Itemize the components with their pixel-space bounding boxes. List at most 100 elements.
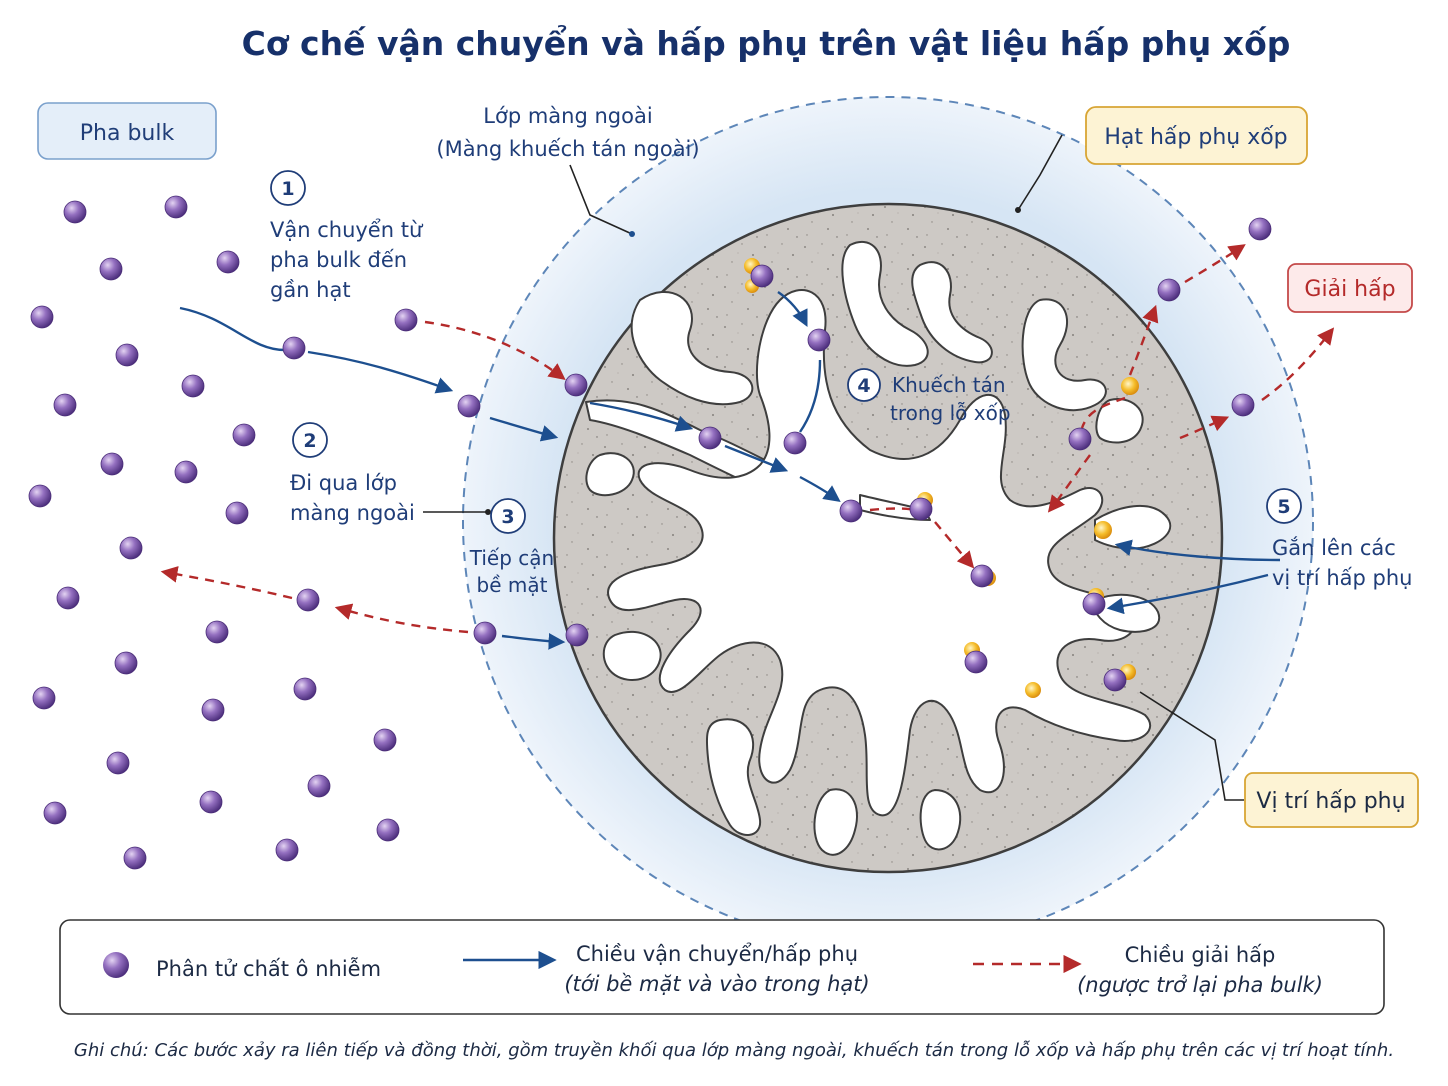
- adsorption-site-dot: [1025, 682, 1041, 698]
- pollutant-molecule: [564, 373, 588, 397]
- pollutant-molecule: [839, 499, 863, 523]
- pollutant-molecule: [30, 305, 54, 329]
- legend-desorb-line1: Chiều giải hấp: [1125, 943, 1276, 967]
- site-box: [1244, 772, 1419, 828]
- step-3-line1: Tiếp cận: [469, 546, 554, 570]
- label-pointers: [423, 134, 1244, 801]
- pollutant-molecule: [114, 651, 138, 675]
- bulk-phase-label: Pha bulk: [80, 121, 175, 146]
- pollutant-molecule: [964, 650, 988, 674]
- pollutant-molecule: [115, 343, 139, 367]
- footnote: Ghi chú: Các bước xảy ra liên tiếp và đồ…: [74, 1040, 1394, 1061]
- particle-box: [1085, 106, 1308, 165]
- desorption-label: Giải hấp: [1304, 277, 1395, 302]
- step-1: 1 Vận chuyển từ pha bulk đến gần hạt: [270, 170, 424, 302]
- desorption-arrows: [160, 244, 1335, 634]
- legend-molecule-label: Phân tử chất ô nhiễm: [156, 956, 381, 981]
- legend-transport-line1: Chiều vận chuyển/hấp phụ: [576, 942, 858, 966]
- legend-desorb-line2: (ngược trở lại pha bulk): [1077, 973, 1323, 997]
- pollutant-molecule: [394, 308, 418, 332]
- pollutant-molecule: [296, 588, 320, 612]
- film-label-line2: (Màng khuếch tán ngoài): [436, 137, 699, 161]
- step-2-number: 2: [303, 430, 316, 452]
- step-4-number: 4: [857, 375, 870, 397]
- pollutant-molecule: [457, 394, 481, 418]
- step-4: 4 Khuếch tán trong lỗ xốp: [847, 368, 1011, 425]
- pollutant-molecule: [56, 586, 80, 610]
- pollutant-molecule: [181, 374, 205, 398]
- legend-transport-line2: (tới bề mặt và vào trong hạt): [564, 972, 869, 996]
- step-3-line2: bề mặt: [477, 573, 548, 597]
- pollutant-molecule: [174, 460, 198, 484]
- pollutant-molecule: [1103, 668, 1127, 692]
- legend-box: [59, 919, 1385, 1015]
- pointer-dot: [629, 231, 635, 237]
- pollutant-molecule: [473, 621, 497, 645]
- step-3-number: 3: [501, 506, 514, 528]
- pollutant-molecule: [970, 564, 994, 588]
- pollutant-molecule: [909, 497, 933, 521]
- adsorption-site-dot: [1121, 377, 1139, 395]
- pollutant-molecule: [293, 677, 317, 701]
- desorption-box: [1287, 263, 1413, 313]
- pollutant-molecule: [100, 452, 124, 476]
- step-4-line2: trong lỗ xốp: [890, 401, 1011, 425]
- diagram-title: Cơ chế vận chuyển và hấp phụ trên vật li…: [242, 23, 1291, 63]
- pollutant-molecule: [1082, 592, 1106, 616]
- pollutant-molecule: [119, 536, 143, 560]
- pollutant-molecule: [232, 423, 256, 447]
- pollutant-molecule: [275, 838, 299, 862]
- transport-arrows: [179, 291, 1281, 650]
- pollutant-molecule: [123, 846, 147, 870]
- pollutant-molecule: [63, 200, 87, 224]
- step-2: 2 Đi qua lớp màng ngoài: [290, 422, 415, 525]
- pollutant-molecule: [750, 264, 774, 288]
- pollutant-molecule: [28, 484, 52, 508]
- step-2-line2: màng ngoài: [290, 501, 415, 525]
- step-5-line2: vị trí hấp phụ: [1272, 566, 1412, 590]
- pollutant-molecule: [1068, 427, 1092, 451]
- step-1-line3: gần hạt: [270, 278, 351, 302]
- pollutant-molecule: [783, 431, 807, 455]
- pollutant-molecule: [376, 818, 400, 842]
- step-3: 3 Tiếp cận bề mặt: [469, 498, 554, 597]
- pollutant-molecule: [1157, 278, 1181, 302]
- pollutant-molecule: [1231, 393, 1255, 417]
- step-2-line1: Đi qua lớp: [290, 471, 397, 495]
- pollutant-molecule: [199, 790, 223, 814]
- pollutant-molecule: [99, 257, 123, 281]
- pollutant-molecule: [1248, 217, 1272, 241]
- molecules-group: [28, 195, 1272, 870]
- pointer-dot: [1015, 207, 1021, 213]
- particle-label: Hạt hấp phụ xốp: [1104, 125, 1287, 150]
- pollutant-molecule: [164, 195, 188, 219]
- pollutant-molecule: [32, 686, 56, 710]
- legend-molecule-icon: [103, 952, 129, 978]
- pollutant-molecule: [307, 774, 331, 798]
- pointer-dot: [485, 509, 491, 515]
- step-5-line1: Gắn lên các: [1272, 536, 1396, 560]
- bulk-phase-box: [37, 102, 217, 160]
- adsorption-site-dot: [1094, 521, 1112, 539]
- pollutant-molecule: [201, 698, 225, 722]
- pollutant-molecule: [225, 501, 249, 525]
- pollutant-molecule: [43, 801, 67, 825]
- step-1-line2: pha bulk đến: [270, 248, 407, 272]
- step-1-number: 1: [281, 178, 294, 200]
- step-4-line1: Khuếch tán: [892, 373, 1006, 397]
- pollutant-molecule: [106, 751, 130, 775]
- pollutant-molecule: [53, 393, 77, 417]
- pollutant-molecule: [282, 336, 306, 360]
- site-label: Vị trí hấp phụ: [1256, 789, 1405, 814]
- pollutant-molecule: [216, 250, 240, 274]
- film-label-line1: Lớp màng ngoài: [483, 104, 652, 128]
- pollutant-molecule: [807, 328, 831, 352]
- pollutant-molecule: [698, 426, 722, 450]
- pollutant-molecule: [565, 623, 589, 647]
- pollutant-molecule: [205, 620, 229, 644]
- step-5: 5 Gắn lên các vị trí hấp phụ: [1266, 488, 1412, 590]
- step-5-number: 5: [1277, 496, 1290, 518]
- step-1-line1: Vận chuyển từ: [270, 218, 424, 242]
- pollutant-molecule: [373, 728, 397, 752]
